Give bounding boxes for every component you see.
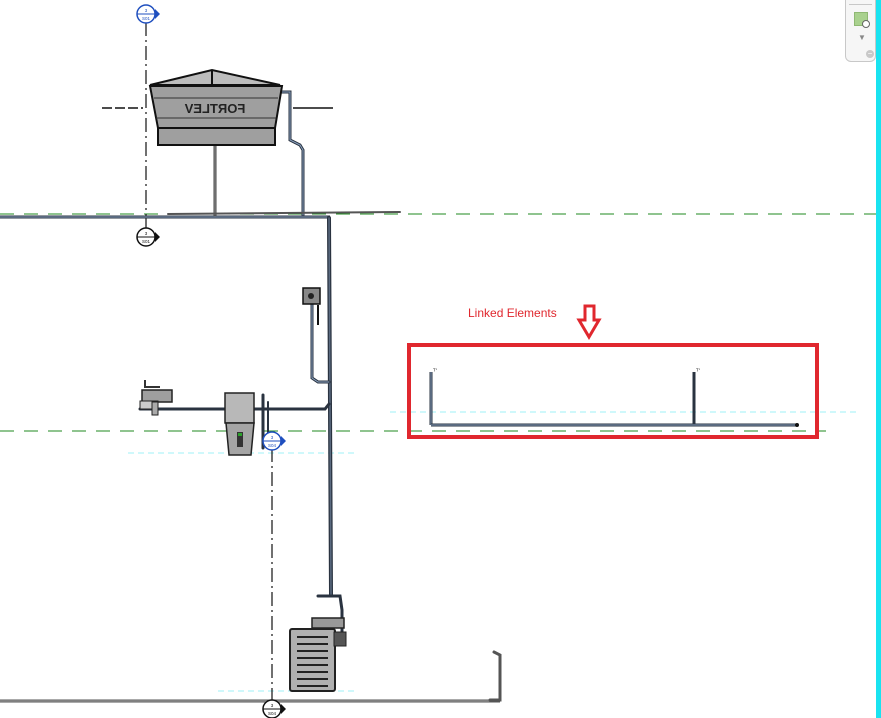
section-marker-bottom[interactable]: 3 S04 (262, 699, 286, 718)
svg-text:ᵀ': ᵀ' (433, 368, 437, 375)
svg-text:3: 3 (145, 231, 148, 236)
toilet[interactable] (224, 392, 255, 456)
down-arrow-icon (576, 304, 602, 340)
svg-text:3: 3 (145, 8, 148, 13)
zoom-region-icon[interactable] (854, 12, 870, 28)
linked-elements[interactable]: ᵀ' ᵀ' (429, 368, 799, 427)
linked-elements-highlight-box (407, 343, 819, 439)
section-marker-top[interactable]: 3 S01 (136, 4, 160, 24)
water-tank[interactable]: FORTLEV (148, 68, 284, 146)
wall-valve[interactable] (302, 287, 321, 325)
minus-circle-icon[interactable]: − (866, 49, 874, 58)
viewport-edge (876, 0, 881, 718)
section-marker-mid-left[interactable]: 3 S01 (136, 227, 160, 247)
water-heater[interactable] (289, 617, 347, 692)
linked-elements-label: Linked Elements (468, 306, 557, 320)
svg-text:ᵀ': ᵀ' (696, 368, 700, 375)
section-marker-mid-right[interactable]: 3 S04 (262, 431, 286, 451)
svg-text:S04: S04 (268, 443, 277, 448)
svg-text:3: 3 (271, 435, 274, 440)
svg-text:S04: S04 (268, 711, 277, 716)
chevron-down-icon[interactable]: ▼ (858, 33, 866, 42)
tank-brand-label: FORTLEV (184, 101, 245, 116)
svg-text:S01: S01 (142, 239, 151, 244)
navigation-bar[interactable]: ▼ − (845, 0, 876, 62)
divider (849, 4, 872, 5)
svg-text:S01: S01 (142, 16, 151, 21)
sink[interactable] (139, 380, 173, 416)
svg-text:3: 3 (271, 703, 274, 708)
